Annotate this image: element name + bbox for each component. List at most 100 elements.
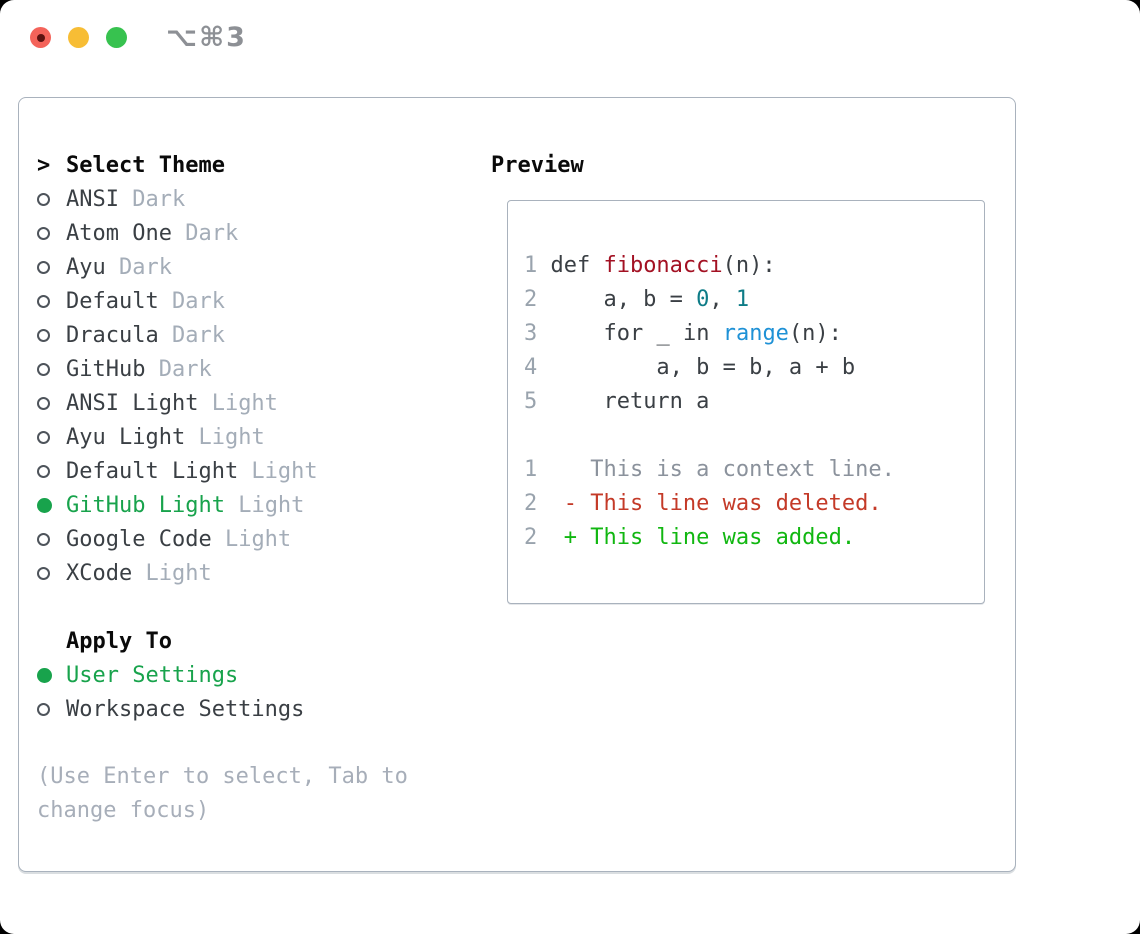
code-line: 2 a, b = 0, 1 <box>524 282 968 316</box>
radio-unselected-icon <box>37 260 66 274</box>
radio-unselected-icon <box>37 464 66 478</box>
option-label: XCode <box>66 560 133 586</box>
option-variant-tag: Light <box>211 526 292 552</box>
select-theme-header: Select Theme <box>66 152 225 178</box>
close-button[interactable] <box>30 27 51 48</box>
theme-option[interactable]: Google Code Light <box>37 522 408 556</box>
radio-selected-icon <box>37 667 66 683</box>
apply-to-option[interactable]: Workspace Settings <box>37 692 408 726</box>
zoom-button[interactable] <box>106 27 127 48</box>
option-label: User Settings <box>66 662 239 688</box>
prompt-icon: > <box>37 152 51 178</box>
code-token: (n): <box>722 252 776 278</box>
apply-to-option[interactable]: User Settings <box>37 658 408 692</box>
option-variant-tag: Light <box>198 390 278 416</box>
option-label: Default <box>66 288 159 314</box>
theme-option[interactable]: Ayu Dark <box>37 250 408 284</box>
code-token <box>550 525 563 550</box>
code-token: 0 <box>696 286 710 312</box>
option-variant-tag: Dark <box>171 220 239 246</box>
code-token: for <box>603 320 644 346</box>
code-token: + This line was added. <box>563 524 856 550</box>
code-line <box>524 418 968 452</box>
radio-unselected-icon <box>37 328 66 342</box>
preview-header: Preview <box>491 152 584 178</box>
code-line: 2 - This line was deleted. <box>524 486 968 520</box>
option-variant-tag: Light <box>224 492 305 518</box>
code-line: 1 This is a context line. <box>524 452 968 486</box>
code-token: a <box>682 388 710 414</box>
option-label: Ayu Light <box>66 424 186 450</box>
option-variant-tag: Dark <box>105 254 172 280</box>
radio-unselected-icon <box>37 532 66 546</box>
option-label: Atom One <box>66 220 172 246</box>
line-number: 4 <box>524 354 538 380</box>
code-line: 3 for _ in range(n): <box>524 316 968 350</box>
theme-option[interactable]: Default Dark <box>37 284 408 318</box>
apply-to-header: Apply To <box>66 628 172 654</box>
radio-unselected-icon <box>37 362 66 376</box>
option-label: ANSI Light <box>66 390 199 416</box>
apply-to-header-row: Apply To <box>37 624 408 658</box>
code-token: a, b = <box>550 286 697 312</box>
line-number: 1 <box>524 252 538 278</box>
minimize-button[interactable] <box>68 27 89 48</box>
code-token: in <box>682 320 710 346</box>
select-theme-header-row: > Select Theme <box>37 148 408 182</box>
code-token: _ <box>643 320 683 346</box>
theme-option[interactable]: Ayu Light Light <box>37 420 408 454</box>
code-token: This is a context line. <box>550 456 895 482</box>
theme-option[interactable]: XCode Light <box>37 556 408 590</box>
code-token <box>550 389 603 414</box>
code-token <box>550 321 603 346</box>
option-label: Google Code <box>66 526 212 552</box>
radio-unselected-icon <box>37 566 66 580</box>
code-token: 1 <box>735 286 750 312</box>
option-variant-tag: Dark <box>118 186 186 212</box>
radio-unselected-icon <box>37 430 66 444</box>
code-line: 2 + This line was added. <box>524 520 968 554</box>
radio-unselected-icon <box>37 226 66 240</box>
radio-unselected-icon <box>37 396 66 410</box>
theme-option[interactable]: GitHub Dark <box>37 352 408 386</box>
option-variant-tag: Dark <box>145 356 212 382</box>
traffic-lights <box>30 27 127 48</box>
option-variant-tag: Light <box>238 458 318 484</box>
line-number: 1 <box>524 456 538 482</box>
code-line: 5 return a <box>524 384 968 418</box>
window-title: ⌥⌘3 <box>166 22 247 53</box>
option-label: Ayu <box>66 254 106 280</box>
theme-option[interactable]: Default Light Light <box>37 454 408 488</box>
code-token: range <box>722 320 789 346</box>
code-token: return <box>603 388 683 414</box>
theme-option[interactable]: ANSI Light Light <box>37 386 408 420</box>
line-number: 2 <box>524 524 538 550</box>
radio-selected-icon <box>37 497 66 513</box>
theme-option[interactable]: Atom One Dark <box>37 216 408 250</box>
code-line: 4 a, b = b, a + b <box>524 350 968 384</box>
line-number: 2 <box>524 490 538 516</box>
line-number: 5 <box>524 388 538 414</box>
option-label: Default Light <box>66 458 239 484</box>
option-label: GitHub Light <box>66 492 225 518</box>
code-token: , <box>709 286 736 312</box>
code-token: - This line was deleted. <box>563 490 882 516</box>
theme-option[interactable]: Dracula Dark <box>37 318 408 352</box>
line-number: 2 <box>524 286 538 312</box>
option-label: ANSI <box>66 186 119 212</box>
option-label: Dracula <box>66 322 159 348</box>
theme-option[interactable]: ANSI Dark <box>37 182 408 216</box>
code-token: def <box>550 252 604 278</box>
hint-line: (Use Enter to select, Tab to <box>37 764 408 789</box>
option-label: Workspace Settings <box>66 696 305 722</box>
theme-option[interactable]: GitHub Light Light <box>37 488 408 522</box>
radio-unselected-icon <box>37 294 66 308</box>
